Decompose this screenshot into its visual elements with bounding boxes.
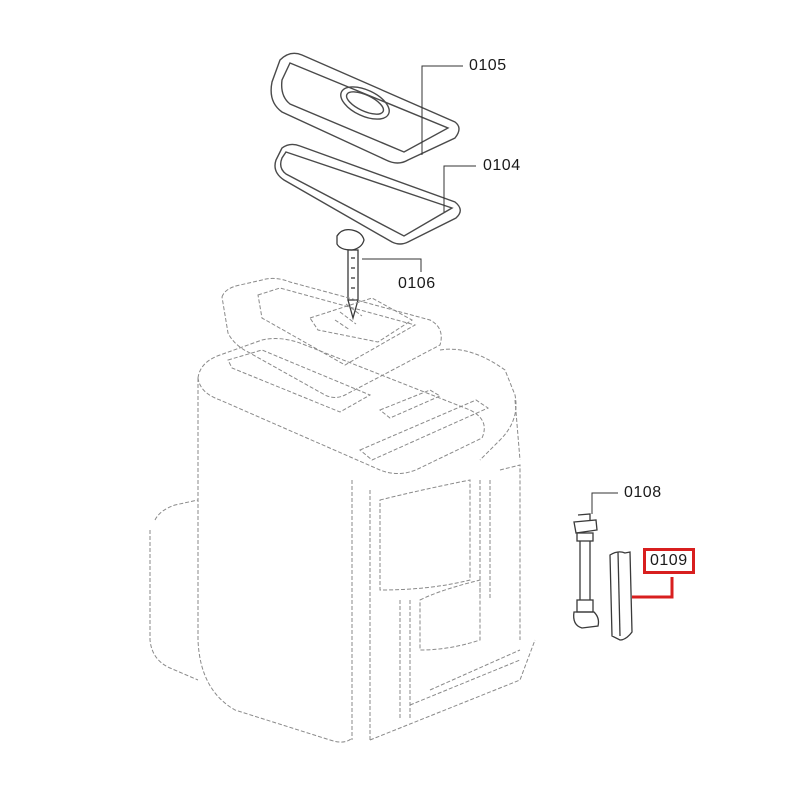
part-0106-key[interactable] [336,228,365,321]
machine-body [149,277,536,743]
part-0105-lid[interactable] [270,52,460,164]
part-label-0105[interactable]: 0105 [469,57,507,74]
part-label-0108[interactable]: 0108 [624,484,662,501]
leader-line-0109 [632,577,674,599]
leader-line-0108 [591,492,618,514]
leader-line-0104 [443,165,476,212]
part-label-0104[interactable]: 0104 [483,157,521,174]
leader-line-0105 [421,65,463,155]
part-label-0109-highlighted[interactable]: 0109 [643,548,695,574]
part-0109-cover[interactable] [609,551,633,641]
part-0108[interactable] [573,513,600,629]
part-0104-seal[interactable] [274,143,461,245]
leader-line-0106 [362,258,422,272]
part-label-0106[interactable]: 0106 [398,275,436,292]
